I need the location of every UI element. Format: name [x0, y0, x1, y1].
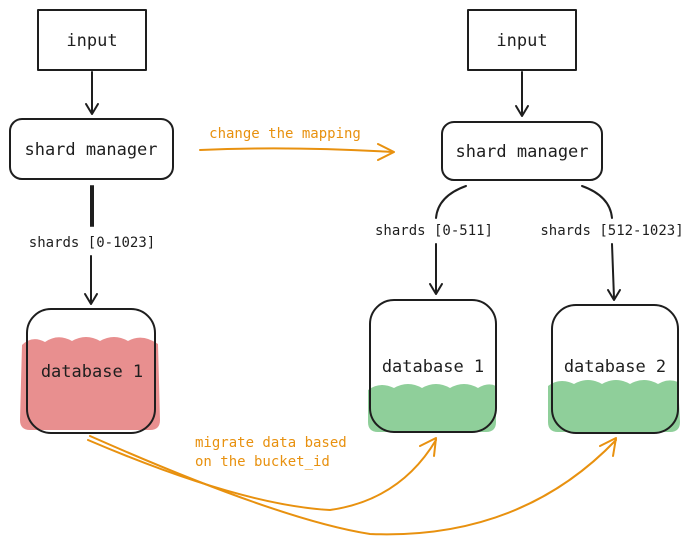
migrate-arrow-to-db2	[89, 435, 617, 536]
migrate-arrow-to-db1	[87, 437, 437, 511]
left-input-label: input	[66, 31, 117, 51]
right-database-1-node: database 1	[368, 299, 497, 433]
right-arrow-manager-to-db1	[429, 185, 467, 295]
right-db1-green-fill	[368, 384, 496, 432]
migrate-label-line1: migrate data based	[195, 435, 347, 451]
left-edge-label: shards [0-1023]	[29, 235, 155, 251]
right-input-node: input	[467, 9, 577, 71]
right-input-label: input	[496, 31, 547, 51]
right-db2-label: database 2	[564, 357, 666, 377]
right-shard-manager-node: shard manager	[441, 121, 603, 181]
change-mapping-arrow	[199, 143, 395, 161]
left-shard-manager-node: shard manager	[9, 118, 174, 180]
left-database-node: database 1	[20, 308, 160, 434]
right-arrow-manager-to-db2	[581, 185, 621, 301]
right-database-2-node: database 2	[548, 304, 680, 434]
left-arrow-manager-to-db	[84, 185, 98, 305]
change-mapping-label: change the mapping	[209, 126, 361, 142]
right-edge-label-1: shards [0-511]	[375, 223, 493, 239]
migrate-label-line2: on the bucket_id	[195, 454, 330, 470]
left-input-node: input	[37, 9, 147, 71]
left-db-label: database 1	[41, 362, 143, 382]
right-edge-label-2: shards [512-1023]	[540, 223, 683, 239]
right-arrow-input-to-manager	[515, 71, 529, 117]
right-shard-manager-label: shard manager	[455, 142, 588, 162]
right-db2-green-fill	[548, 380, 680, 432]
left-arrow-input-to-manager	[85, 71, 99, 115]
left-db-red-fill	[20, 337, 160, 430]
left-shard-manager-label: shard manager	[24, 140, 157, 160]
right-db1-label: database 1	[382, 357, 484, 377]
